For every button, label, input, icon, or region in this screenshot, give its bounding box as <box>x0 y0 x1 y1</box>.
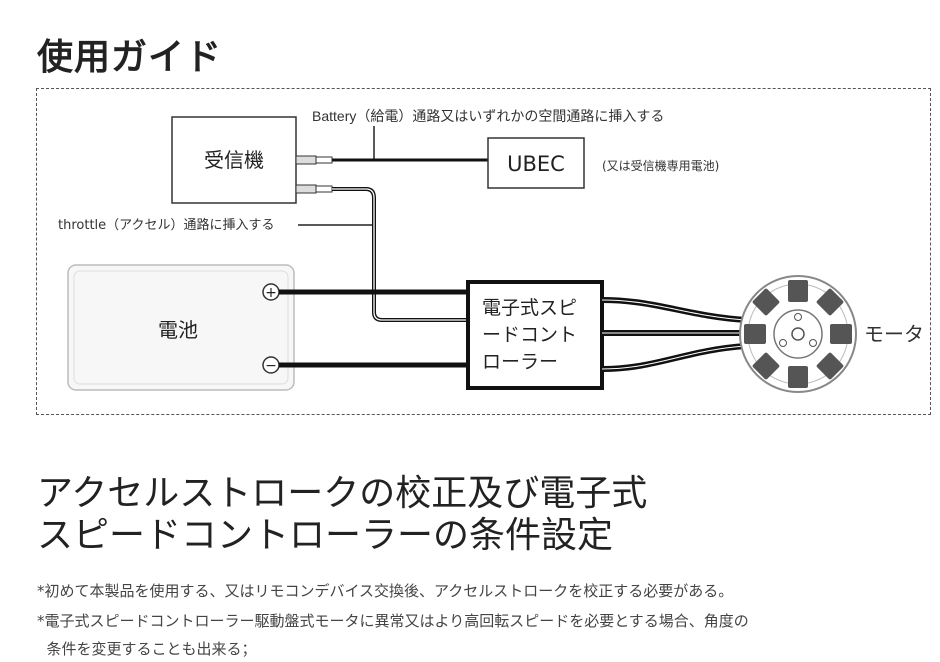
esc-label-line2: ードコント <box>482 324 577 346</box>
receiver-throttle-plug <box>315 185 333 193</box>
page-title: 使用ガイド <box>37 37 223 78</box>
esc-label-line1: 電子式スピ <box>482 297 577 319</box>
ubec-label: UBEC <box>507 152 565 176</box>
note-condition-line1: *電子式スピードコントローラー駆動盤式モータに異常又はより高回転スピードを必要と… <box>37 612 749 630</box>
receiver-throttle-pin <box>295 184 317 194</box>
receiver-battery-pin <box>295 155 317 165</box>
motor-wires <box>601 297 747 372</box>
throttle-note: throttle（アクセル）通路に挿入する <box>58 217 275 233</box>
battery-plus-sign: + <box>265 285 277 301</box>
note-condition-line2: 条件を変更することも出来る； <box>37 640 257 658</box>
ubec-box <box>487 137 585 189</box>
receiver-box <box>171 116 297 204</box>
esc-label-line3: ローラー <box>482 351 558 373</box>
section-title-line2: スピードコントローラーの条件設定 <box>37 515 614 556</box>
receiver-battery-plug <box>315 156 333 164</box>
motor-label: モータ <box>864 322 924 346</box>
section-title-line1: アクセルストロークの校正及び電子式 <box>37 473 648 514</box>
wiring-diagram-frame <box>36 88 931 415</box>
note-calibration: *初めて本製品を使用する、又はリモコンデバイス交換後、アクセルストロークを校正す… <box>37 582 734 600</box>
receiver-label: 受信機 <box>204 148 264 172</box>
battery-note: Battery（給電）通路又はいずれかの空間通路に挿入する <box>312 108 664 124</box>
battery-minus-sign: − <box>265 358 277 374</box>
throttle-wire <box>332 187 468 322</box>
wiring-diagram: Battery（給電）通路又はいずれかの空間通路に挿入する 受信機 UBEC (… <box>58 108 924 393</box>
battery-pack <box>67 264 295 391</box>
section-title: アクセルストロークの校正及び電子式 スピードコントローラーの条件設定 <box>37 473 647 557</box>
battery-label: 電池 <box>158 318 198 342</box>
throttle-wire-highlight <box>332 188 468 321</box>
ubec-note: (又は受信機専用電池) <box>602 158 719 173</box>
battery-pack-inner <box>73 270 289 385</box>
motor-icon <box>739 275 857 393</box>
